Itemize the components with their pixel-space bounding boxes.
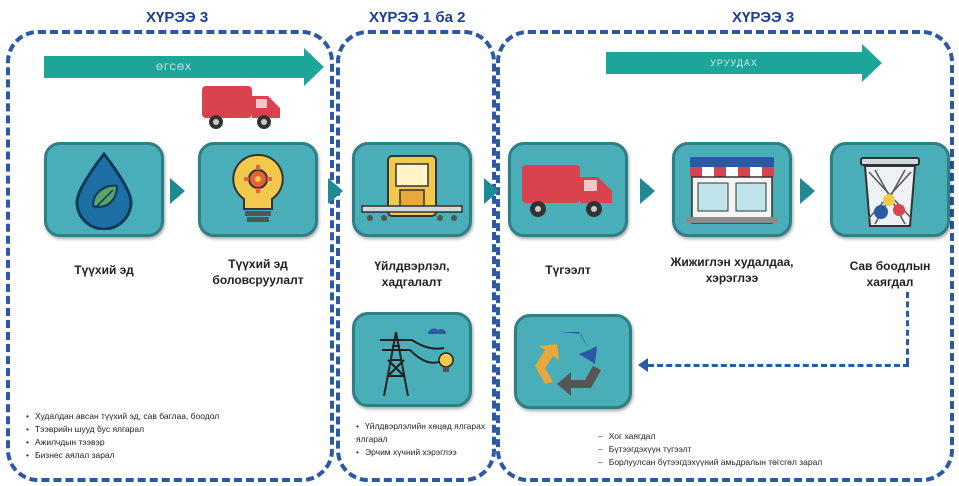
distribution-label: Түгээлт bbox=[545, 263, 591, 277]
trash-bin-icon bbox=[855, 150, 925, 230]
flow-arrow-5 bbox=[800, 178, 815, 204]
scope-3-downstream-title: ХҮРЭЭ 3 bbox=[732, 9, 795, 26]
upstream-band-label: ӨГСӨХ bbox=[156, 62, 192, 72]
scope-1-2-notes: Үйлдвэрлэлийн хөцөд ялгарах ялгарал Эрчи… bbox=[356, 420, 494, 459]
note-item: Бизнес аялал зарал bbox=[26, 449, 326, 462]
return-flow-arrowhead bbox=[638, 358, 648, 372]
factory-machine-icon bbox=[360, 150, 464, 230]
note-item: Худалдан авсан түүхий эд, сав баглаа, бо… bbox=[26, 410, 326, 423]
truck-icon bbox=[200, 82, 284, 137]
scope-1-2-frame bbox=[336, 30, 496, 482]
scope-3-upstream-title: ХҮРЭЭ 3 bbox=[146, 9, 209, 26]
disposal-label: Сав боодлын хаягдал bbox=[849, 259, 931, 289]
power-tower-icon bbox=[362, 320, 462, 400]
scope-3-upstream-frame bbox=[6, 30, 334, 482]
note-item: Хог хаягдал bbox=[598, 430, 938, 443]
scope-3-upstream-notes: Худалдан авсан түүхий эд, сав баглаа, бо… bbox=[26, 410, 326, 462]
leaf-drop-icon bbox=[69, 150, 139, 230]
note-item: Эрчим хүчний хэрэглээ bbox=[356, 446, 494, 459]
distribution-tile bbox=[508, 142, 628, 237]
flow-arrow-1 bbox=[170, 178, 185, 204]
flow-arrow-2 bbox=[328, 178, 343, 204]
downstream-band-label: УРУУДАХ bbox=[710, 58, 758, 68]
raw-material-label: Түүхий эд bbox=[74, 263, 134, 277]
delivery-truck-icon bbox=[520, 159, 616, 221]
raw-material-tile bbox=[44, 142, 164, 237]
shop-icon bbox=[682, 153, 782, 227]
scope-3-downstream-frame bbox=[496, 30, 954, 482]
note-item: Бүтээгдэхүүн түгээлт bbox=[598, 443, 938, 456]
return-flow-vertical bbox=[906, 292, 909, 364]
return-flow-horizontal bbox=[648, 364, 909, 367]
processing-tile bbox=[198, 142, 318, 237]
scope-3-downstream-notes: Хог хаягдал Бүтээгдэхүүн түгээлт Борлуул… bbox=[598, 430, 938, 469]
disposal-tile bbox=[830, 142, 950, 237]
downstream-band: УРУУДАХ bbox=[606, 44, 882, 82]
production-tile bbox=[352, 142, 472, 237]
retail-label: Жижиглэн худалдаа, хэрэглээ bbox=[670, 255, 794, 285]
note-item: Тээврийн шууд бус ялгарал bbox=[26, 423, 326, 436]
processing-label: Түүхий эд боловсруулалт bbox=[212, 257, 304, 287]
production-label: Үйлдвэрлэл, хадгалалт bbox=[374, 259, 450, 289]
scope-1-2-title: ХҮРЭЭ 1 ба 2 bbox=[369, 9, 466, 26]
energy-tile bbox=[352, 312, 472, 407]
note-item: Үйлдвэрлэлийн хөцөд ялгарах ялгарал bbox=[356, 420, 494, 446]
retail-tile bbox=[672, 142, 792, 237]
note-item: Ажилчдын тээвэр bbox=[26, 436, 326, 449]
flow-arrow-3 bbox=[484, 178, 499, 204]
upstream-band: ӨГСӨХ bbox=[44, 48, 324, 86]
bulb-gear-icon bbox=[223, 149, 293, 231]
recycle-icon bbox=[531, 324, 615, 400]
flow-arrow-4 bbox=[640, 178, 655, 204]
note-item: Борлуулсан бүтээгдэхүүний амьдралын төгс… bbox=[598, 456, 938, 469]
recycle-tile bbox=[514, 314, 632, 409]
